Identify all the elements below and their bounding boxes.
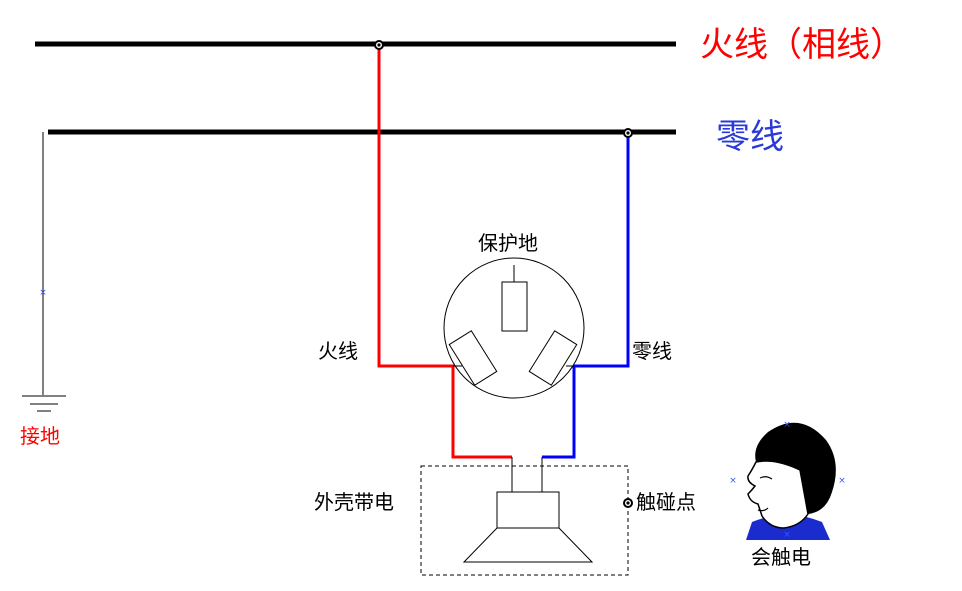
svg-text:×: × [729,476,737,486]
socket-neutral-label: 零线 [632,339,672,363]
casing-live-label: 外壳带电 [314,490,394,514]
three-pin-socket-icon [443,257,585,399]
neutral-line-label: 零线 [716,117,784,157]
ground-label: 接地 [20,424,60,448]
socket-live-label: 火线 [318,339,358,363]
svg-text:×: × [783,420,791,430]
live-line-label: 火线（相线） [700,25,904,65]
ground-symbol-icon [22,395,66,412]
appliance-casing [420,465,629,576]
protective-earth-label: 保护地 [478,231,538,255]
speaker-appliance-icon [462,457,594,563]
touch-point-label: 触碰点 [636,490,696,514]
person-head-icon: × × × × [729,420,846,540]
svg-text:×: × [838,476,846,486]
live-junction-dot [374,40,384,50]
neutral-junction-dot [623,128,633,138]
shock-label: 会触电 [751,545,811,569]
svg-text:×: × [783,530,791,540]
touch-point-dot [623,498,633,508]
ground-wire-marker: × [39,288,47,298]
